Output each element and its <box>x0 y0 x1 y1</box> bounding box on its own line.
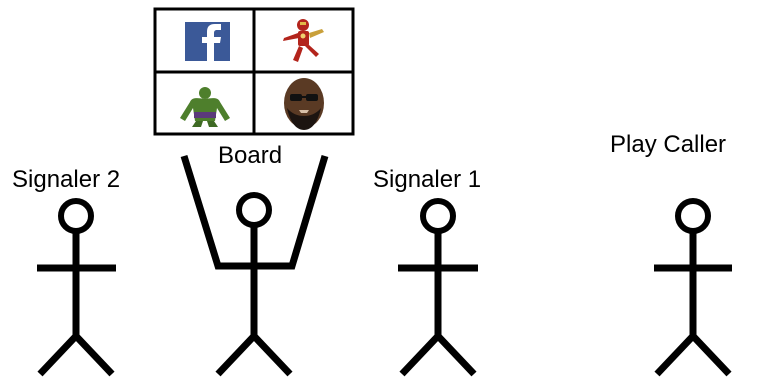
label-signaler-1: Signaler 1 <box>373 166 481 193</box>
board-holder-figure <box>184 156 325 374</box>
iron-man-icon <box>283 19 324 62</box>
hulk-icon <box>180 87 230 127</box>
label-signaler-2: Signaler 2 <box>12 166 120 193</box>
label-board: Board <box>218 142 282 169</box>
play-caller-figure <box>654 201 732 374</box>
facebook-icon <box>185 22 230 61</box>
board <box>155 9 353 134</box>
label-play-caller: Play Caller <box>610 131 726 158</box>
signaler-2-figure <box>37 201 116 374</box>
bearded-face-icon <box>284 78 324 130</box>
signaler-1-figure <box>398 201 478 374</box>
